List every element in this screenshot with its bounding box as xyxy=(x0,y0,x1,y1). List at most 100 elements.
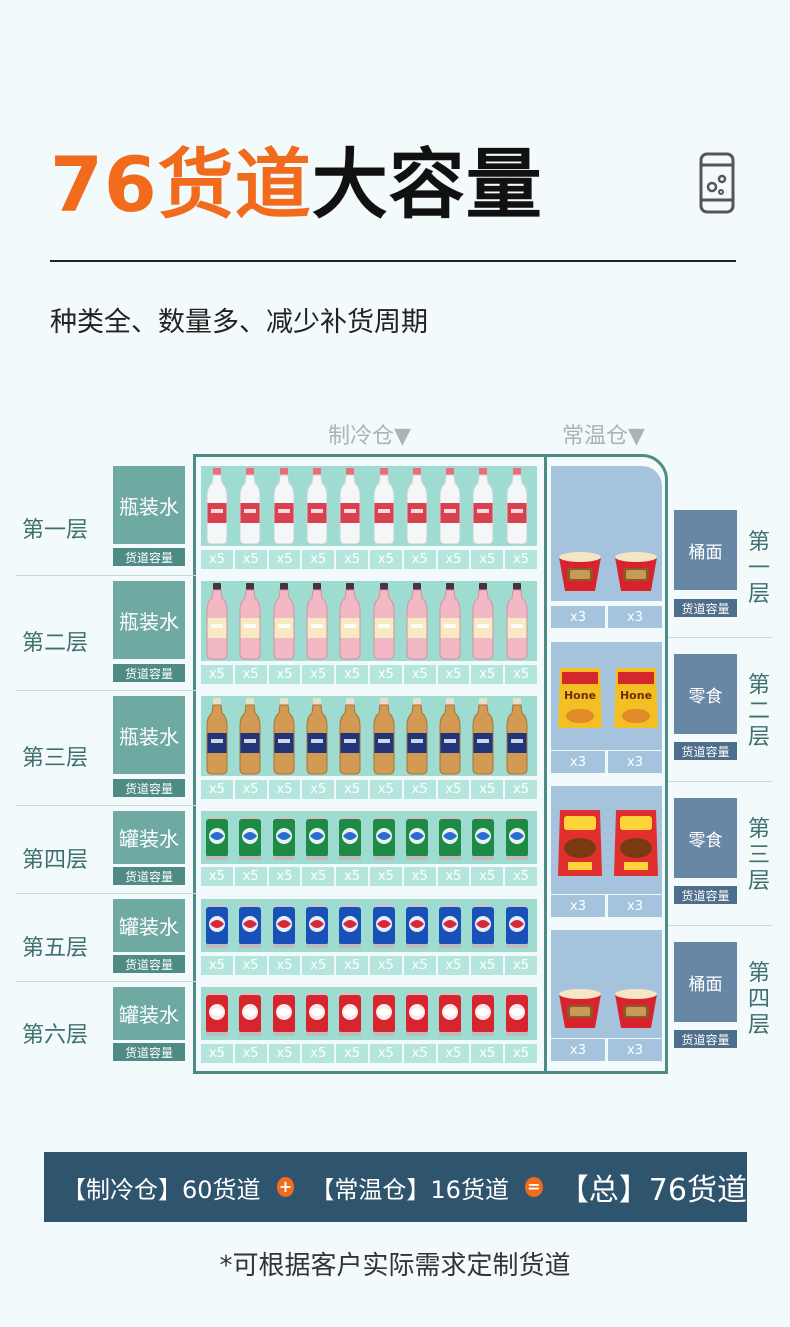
ambient-shelf xyxy=(551,786,662,894)
slot-capacity: x5 xyxy=(201,665,233,684)
cold-layer-label: 第四层 xyxy=(22,848,89,873)
ambient-layer-label: 第一层 xyxy=(747,530,770,607)
ambient-product-type: 零食 xyxy=(674,654,737,734)
sprite-can-icon xyxy=(238,816,262,864)
sprite-can-icon xyxy=(372,816,396,864)
sprite-can-icon xyxy=(405,816,429,864)
sprite-can-icon xyxy=(305,816,329,864)
footnote: *可根据客户实际需求定制货道 xyxy=(219,1251,571,1281)
slot-capacity: x5 xyxy=(336,1044,368,1063)
cold-shelf xyxy=(201,811,537,864)
slot-capacity: x5 xyxy=(437,550,470,569)
layer-divider xyxy=(668,637,772,638)
pink-bottle-icon xyxy=(338,582,362,664)
water-bottle-icon xyxy=(238,467,262,549)
cold-capacity-tag: 货道容量 xyxy=(113,664,185,682)
slot-capacity: x5 xyxy=(336,956,368,975)
slot-capacity: x5 xyxy=(336,867,368,886)
slot-capacity: x5 xyxy=(234,665,267,684)
plus-icon: + xyxy=(276,1177,295,1197)
slot-capacity: x5 xyxy=(403,956,436,975)
slot-capacity: x5 xyxy=(268,1044,301,1063)
cola-can-icon xyxy=(238,992,262,1040)
slot-capacity: x5 xyxy=(437,665,470,684)
ambient-layer-label: 第四层 xyxy=(747,961,770,1038)
slot-capacity: x5 xyxy=(403,1044,436,1063)
pink-bottle-icon xyxy=(438,582,462,664)
slot-capacity: x5 xyxy=(505,665,537,684)
can-icon xyxy=(699,152,735,214)
slot-capacity: x5 xyxy=(505,956,537,975)
cold-product-type: 瓶装水 xyxy=(113,696,185,774)
cold-layer-label: 第五层 xyxy=(22,936,89,961)
cold-layer-label: 第六层 xyxy=(22,1023,89,1048)
ambient-shelf xyxy=(551,930,662,1038)
water-bottle-icon xyxy=(438,467,462,549)
pepsi-can-icon xyxy=(438,904,462,952)
cold-layer-label: 第一层 xyxy=(22,518,89,543)
layer-divider xyxy=(16,575,196,576)
slot-capacity: x5 xyxy=(302,1044,335,1063)
cold-capacity-tag: 货道容量 xyxy=(113,867,185,885)
page-title: 76货道大容量 xyxy=(50,140,543,230)
layer-divider xyxy=(16,981,196,982)
slot-capacity: x5 xyxy=(471,956,504,975)
ambient-product-type: 桶面 xyxy=(674,942,737,1022)
pepsi-can-icon xyxy=(471,904,495,952)
pepsi-can-icon xyxy=(272,904,296,952)
pepsi-can-icon xyxy=(505,904,529,952)
water-bottle-icon xyxy=(338,467,362,549)
cola-can-icon xyxy=(372,992,396,1040)
snack-bag-icon xyxy=(612,808,660,882)
water-bottle-icon xyxy=(405,467,429,549)
pepsi-can-icon xyxy=(238,904,262,952)
cold-shelf xyxy=(201,899,537,952)
cold-capacity-tag: 货道容量 xyxy=(113,779,185,797)
slot-capacity: x5 xyxy=(302,867,335,886)
snack-bag-icon xyxy=(556,808,604,882)
ambient-shelf xyxy=(551,466,662,601)
water-bottle-icon xyxy=(372,467,396,549)
slot-capacity: x3 xyxy=(551,895,605,917)
slot-capacity: x5 xyxy=(369,1044,402,1063)
cold-shelf xyxy=(201,581,537,661)
cola-can-icon xyxy=(305,992,329,1040)
cold-product-type: 罐装水 xyxy=(113,987,185,1040)
pink-bottle-icon xyxy=(471,582,495,664)
slot-capacity: x5 xyxy=(268,665,301,684)
cold-product-type: 瓶装水 xyxy=(113,466,185,544)
slot-capacity: x3 xyxy=(551,1039,605,1061)
cold-product-type: 罐装水 xyxy=(113,811,185,864)
chips-bag-icon: Hone xyxy=(556,666,604,734)
sprite-can-icon xyxy=(338,816,362,864)
cola-can-icon xyxy=(272,992,296,1040)
cold-section-label: 制冷仓▼ xyxy=(328,424,411,449)
tea-bottle-icon xyxy=(505,697,529,779)
pepsi-can-icon xyxy=(372,904,396,952)
ambient-layer-label: 第三层 xyxy=(747,817,770,894)
slot-capacity: x5 xyxy=(302,780,335,799)
pink-bottle-icon xyxy=(505,582,529,664)
slot-capacity: x5 xyxy=(369,665,402,684)
tea-bottle-icon xyxy=(438,697,462,779)
water-bottle-icon xyxy=(205,467,229,549)
cola-can-icon xyxy=(405,992,429,1040)
noodle-cup-icon xyxy=(557,551,603,597)
pepsi-can-icon xyxy=(205,904,229,952)
ambient-product-type: 桶面 xyxy=(674,510,737,590)
layer-divider xyxy=(668,925,772,926)
slot-capacity: x5 xyxy=(302,550,335,569)
slot-capacity: x5 xyxy=(268,867,301,886)
slot-capacity: x5 xyxy=(471,665,504,684)
slot-capacity: x5 xyxy=(403,665,436,684)
slot-capacity: x5 xyxy=(505,867,537,886)
sprite-can-icon xyxy=(505,816,529,864)
pink-bottle-icon xyxy=(238,582,262,664)
sprite-can-icon xyxy=(272,816,296,864)
slot-capacity: x5 xyxy=(201,780,233,799)
